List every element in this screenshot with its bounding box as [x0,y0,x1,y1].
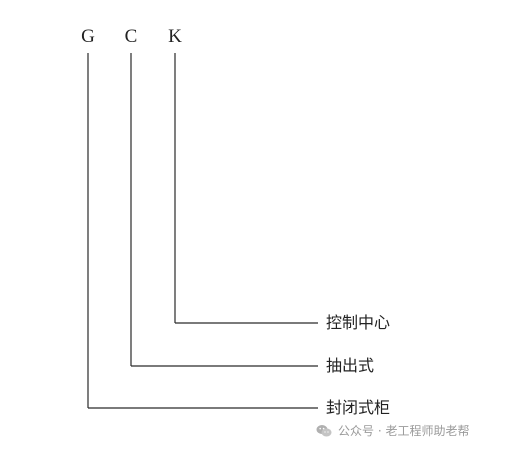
code-letter-g: G [81,26,95,47]
wechat-icon [316,424,332,438]
label-withdrawable: 抽出式 [326,356,375,375]
label-control-center: 控制中心 [326,313,391,332]
label-enclosed-cabinet: 封闭式柜 [326,398,391,417]
watermark: 公众号 · 老工程师助老帮 [316,422,469,439]
code-letter-k: K [168,26,182,47]
watermark-text: 公众号 · 老工程师助老帮 [338,424,470,438]
code-letter-c: C [124,26,138,47]
